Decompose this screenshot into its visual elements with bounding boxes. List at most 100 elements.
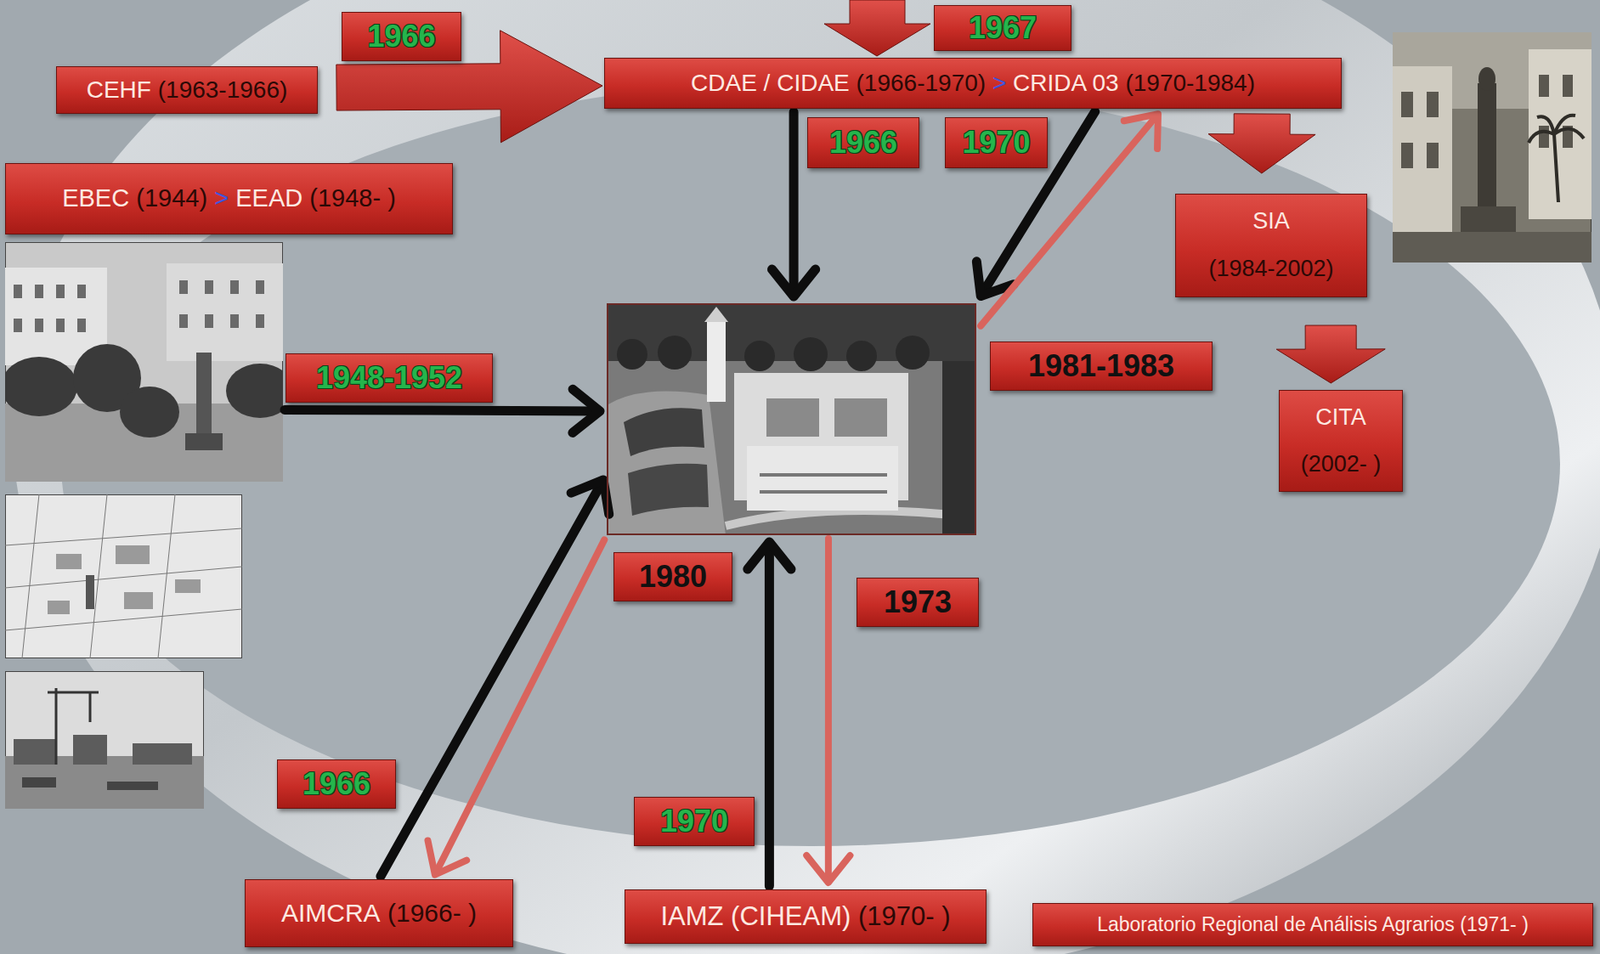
- monument-photo-part: [1392, 32, 1592, 263]
- plan-sketch-part-part: [5, 566, 243, 588]
- org-box: AIMCRA(1966- ): [244, 879, 514, 948]
- node-text: CDAE / CIDAE: [690, 69, 850, 97]
- main-building-photo-part: [616, 335, 930, 372]
- arrow-head: [747, 542, 792, 570]
- monument-photo-part-part: [1554, 115, 1576, 135]
- block-arrow-shape: [1208, 113, 1316, 174]
- node-text: (1971- ): [1459, 913, 1529, 936]
- construction-photo-part-part: [89, 692, 92, 723]
- garden-photo-part-part: [204, 314, 214, 328]
- main-building-photo-part: [706, 320, 726, 402]
- main-building-photo-part: [766, 398, 820, 437]
- node-text: CEHF: [86, 76, 152, 104]
- connectors: [284, 30, 1386, 887]
- garden-photo-part-part: [34, 318, 44, 333]
- arrow-head: [428, 841, 468, 876]
- arrow-shaft: [380, 482, 603, 877]
- garden-photo-part: [179, 280, 265, 328]
- main-building-photo-part: [834, 398, 888, 437]
- node-text: >: [214, 184, 229, 213]
- garden-photo-part: [196, 352, 212, 438]
- plan-sketch-part: [5, 494, 243, 659]
- plan-sketch-part-part: [115, 545, 150, 565]
- arrow-connector: [380, 480, 610, 877]
- main-building-photo: [606, 303, 977, 536]
- monument-photo-part-part: [1401, 91, 1414, 118]
- garden-photo-part-part: [77, 284, 86, 299]
- node-text: (1970- ): [858, 901, 951, 933]
- year-label: 1966: [367, 19, 436, 54]
- node-text: (1963-1966): [158, 76, 289, 104]
- year-label: 1980: [638, 559, 707, 594]
- construction-photo-part-part: [55, 688, 58, 765]
- plan-sketch-part-part: [5, 609, 243, 631]
- main-building-photo-part: [623, 407, 705, 457]
- arrow-head: [806, 855, 850, 883]
- year-tag: 1966: [277, 759, 396, 809]
- year-label: 1981-1983: [1028, 349, 1175, 384]
- monument-photo-part-part: [1537, 116, 1555, 135]
- node-text: (2002- ): [1300, 451, 1382, 478]
- garden-photo-part: [166, 263, 283, 362]
- org-box: Laboratorio Regional de Análisis Agrario…: [1032, 903, 1594, 947]
- garden-photo-part-part: [179, 280, 188, 294]
- main-building-photo-part: [759, 473, 888, 494]
- plan-sketch-part-part: [5, 528, 243, 546]
- year-tag: 1967: [933, 5, 1072, 51]
- building-photo-frame: [606, 303, 977, 536]
- construction-photo-part-part: [22, 777, 57, 788]
- node-text: CITA: [1315, 404, 1367, 431]
- monument-photo-part-part: [1554, 134, 1559, 203]
- plan-sketch-part-part: [124, 592, 153, 610]
- node-text: SIA: [1252, 208, 1290, 235]
- monument-photo-part-part: [1426, 142, 1439, 169]
- plan-sketch-part-part: [158, 494, 176, 659]
- monument-photo-part-part: [1538, 74, 1550, 97]
- arrow-head: [572, 389, 600, 433]
- garden-photo-part-part: [230, 314, 239, 328]
- monument-photo-part-part: [1538, 125, 1550, 148]
- year-tag: 1948-1952: [285, 353, 493, 403]
- year-tag: 1966: [807, 117, 920, 169]
- node-text: EBEC: [62, 184, 130, 213]
- construction-photo-part-part: [13, 739, 57, 765]
- main-building-photo-part: [942, 361, 977, 536]
- garden-photo-part: [185, 433, 223, 451]
- arrow-head: [772, 269, 816, 297]
- garden-photo-part-part: [119, 386, 180, 438]
- block-arrow-shape: [1276, 325, 1386, 384]
- node-text: CRIDA 03: [1012, 69, 1120, 97]
- node-text: AIMCRA: [281, 898, 381, 929]
- block-arrow: [1208, 113, 1316, 174]
- main-building-photo-part: [627, 463, 709, 516]
- org-box: CDAE / CIDAE(1966-1970)>CRIDA 03(1970-19…: [604, 57, 1342, 109]
- plan-sketch-part-part: [56, 554, 82, 570]
- org-box: CEHF(1963-1966): [56, 66, 318, 114]
- monument-photo-part-part: [1528, 131, 1555, 143]
- block-arrow: [1276, 325, 1386, 384]
- arrow-shaft: [825, 538, 832, 882]
- garden-photo-part-part: [56, 318, 65, 333]
- year-tag: 1980: [613, 552, 733, 602]
- org-header: EBEC(1944)>EEAD(1948- ): [5, 163, 453, 235]
- arrow-shaft: [284, 409, 598, 411]
- construction-photo-part-part: [73, 734, 108, 765]
- node-text: EEAD: [235, 184, 303, 213]
- construction-photo-part: [47, 688, 99, 765]
- monument-photo-part-part: [1562, 74, 1573, 97]
- garden-photo-part-part: [226, 363, 283, 419]
- main-building-photo-part-part: [895, 335, 930, 370]
- node-text: >: [992, 69, 1007, 97]
- plan-sketch: [5, 494, 243, 659]
- node-text: IAMZ (CIHEAM): [660, 901, 851, 933]
- year-label: 1948-1952: [316, 361, 463, 396]
- monument-photo-part: [1401, 91, 1439, 169]
- year-label: 1970: [961, 125, 1030, 160]
- year-tag: 1973: [856, 577, 979, 628]
- node-text: (1970-1984): [1125, 69, 1256, 97]
- incoming-block-arrow: [824, 0, 931, 57]
- main-building-photo-part: [704, 306, 729, 323]
- monument-photo-part-part: [1554, 129, 1584, 139]
